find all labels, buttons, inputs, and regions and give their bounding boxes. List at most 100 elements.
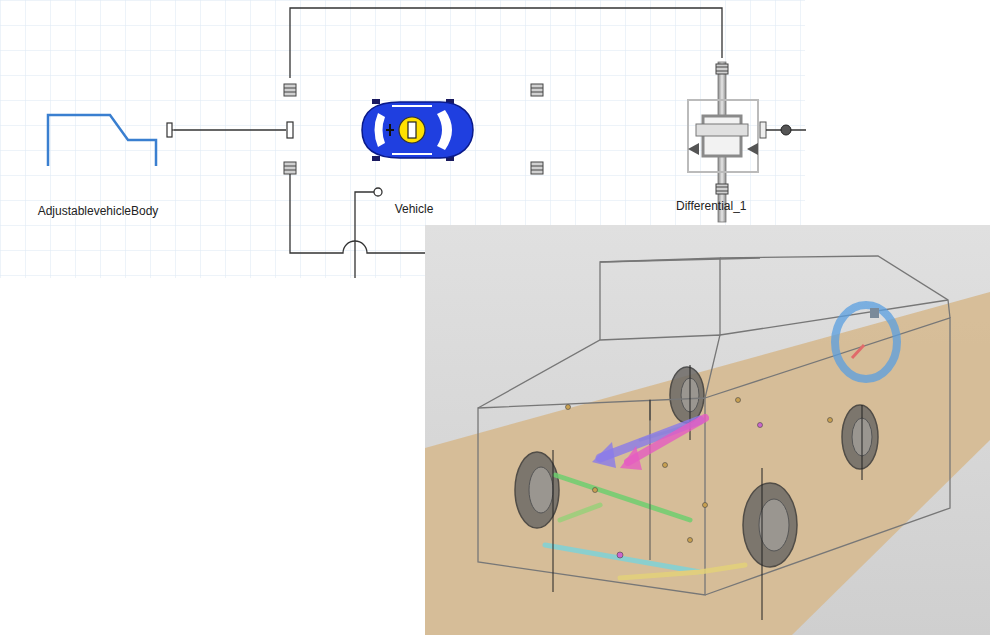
body-icon	[48, 115, 156, 166]
wheel-rim	[529, 467, 553, 513]
wheel	[743, 483, 797, 567]
car-wireframe	[705, 318, 950, 595]
frame-connector	[284, 88, 296, 89]
wire	[290, 174, 440, 253]
steering-wheel	[835, 305, 897, 379]
car-icon	[392, 153, 432, 155]
wheel-rim	[759, 499, 789, 551]
force-arrows	[620, 446, 642, 470]
steering-wheel	[835, 305, 897, 379]
joint-markers	[566, 398, 833, 559]
frame-connector	[284, 170, 296, 171]
joint-markers	[688, 538, 693, 543]
suspension-links	[545, 545, 700, 572]
car-icon	[392, 105, 432, 107]
differential-icon	[781, 125, 791, 135]
frame-connector	[287, 122, 293, 138]
differential-icon	[716, 191, 728, 192]
wheel	[842, 405, 878, 469]
differential-icon	[716, 64, 728, 74]
car-wireframe	[720, 256, 950, 318]
frame-connector	[531, 162, 543, 174]
frame-connector	[284, 166, 296, 167]
car-icon	[375, 113, 386, 147]
joint-markers	[566, 405, 571, 410]
steering-wheel	[852, 345, 864, 358]
car-icon	[408, 122, 416, 138]
differential-icon	[716, 71, 728, 72]
render-background	[425, 225, 990, 635]
car-icon	[399, 117, 425, 143]
axis-lines	[553, 450, 554, 592]
axis-lines	[762, 468, 763, 620]
component-block: Vehicle	[286, 78, 542, 218]
wheel	[515, 452, 559, 528]
wheel	[515, 367, 878, 567]
differential-icon	[696, 124, 748, 136]
differential-icon	[716, 187, 728, 188]
suspension-links	[555, 475, 690, 520]
frame-connector	[531, 92, 543, 93]
steering-wheel	[870, 308, 879, 318]
axis-lines	[650, 400, 651, 560]
body-icon	[48, 115, 174, 166]
differential-icon	[716, 184, 728, 194]
component-name: AdjustablevehicleBody	[22, 204, 174, 218]
car-icon	[437, 110, 452, 150]
differential-icon	[760, 122, 766, 138]
frame-connector	[284, 162, 296, 174]
component-name: Vehicle	[286, 202, 542, 216]
car-wireframe	[478, 398, 705, 595]
suspension-links	[620, 565, 745, 578]
wire	[290, 174, 440, 278]
render-background	[425, 225, 990, 635]
component-block: AdjustablevehicleBody	[22, 95, 174, 220]
connection-wire	[174, 129, 286, 130]
joint-markers	[828, 418, 833, 423]
differential-icon	[688, 62, 806, 222]
frame-connector	[531, 88, 543, 89]
car-icon	[372, 156, 380, 161]
differential-icon	[716, 67, 728, 68]
frame-connector	[284, 84, 543, 174]
signal-connector	[374, 188, 382, 196]
wire	[355, 192, 374, 278]
axis-lines	[862, 405, 863, 480]
suspension-links	[560, 505, 600, 520]
frame-connector	[531, 170, 543, 171]
car-wireframe	[478, 335, 720, 408]
component-block: Differential_1	[670, 58, 815, 215]
car-wireframe	[478, 256, 950, 595]
joint-markers	[736, 398, 741, 403]
connection-wire	[290, 8, 722, 78]
frame-connector	[284, 84, 296, 96]
component-name: Differential_1	[670, 199, 815, 213]
joint-markers	[703, 503, 708, 508]
joint-markers	[593, 488, 598, 493]
car-icon	[386, 124, 394, 136]
car-wireframe	[600, 258, 720, 340]
differential-icon	[688, 100, 758, 172]
joint-markers	[758, 423, 763, 428]
frame-connector	[531, 84, 543, 96]
body-icon	[167, 123, 172, 137]
differential-icon	[747, 143, 758, 155]
joint-markers	[617, 552, 623, 558]
force-arrows	[592, 442, 616, 468]
force-arrows	[628, 418, 705, 462]
car-icon	[362, 99, 473, 161]
frame-connector	[531, 166, 543, 167]
force-arrows	[650, 400, 651, 420]
force-arrows	[592, 400, 705, 470]
joint-markers	[663, 463, 668, 468]
axis-lines	[553, 365, 862, 620]
car-icon	[362, 102, 473, 158]
differential-icon	[688, 143, 699, 155]
render-background	[425, 292, 990, 635]
frame-connector	[284, 92, 296, 93]
car-icon	[372, 99, 380, 104]
body-icon	[172, 129, 174, 130]
wheel	[670, 367, 704, 423]
